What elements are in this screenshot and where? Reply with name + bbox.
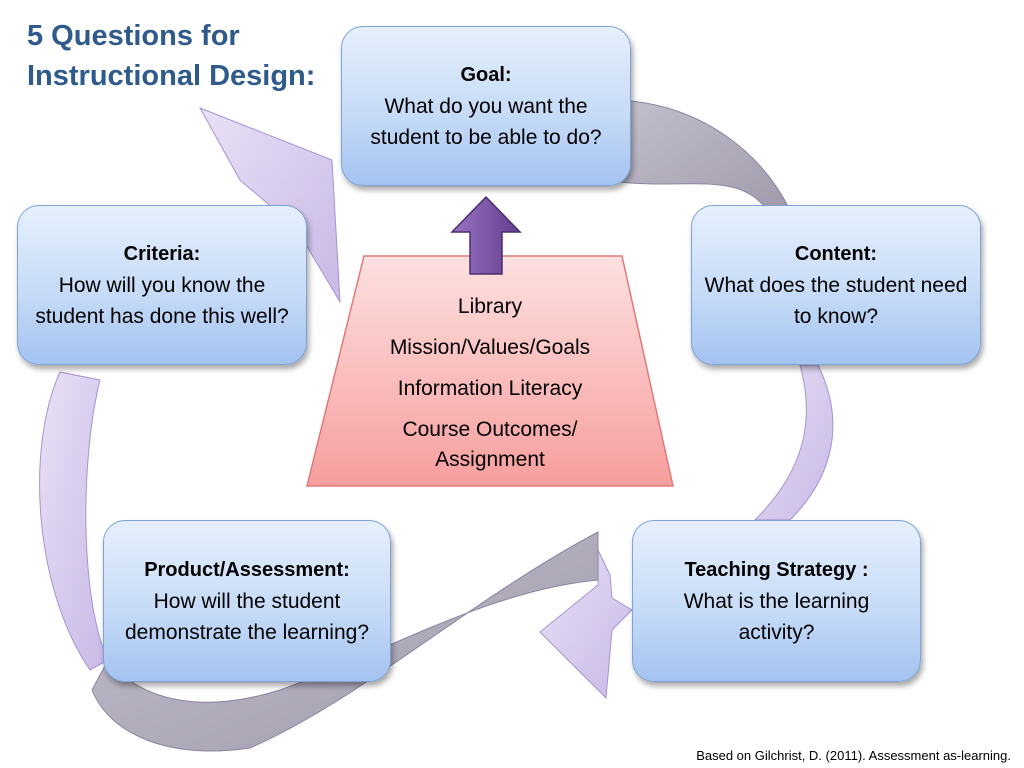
foundation-line-course-outcomes-text: Course Outcomes/ Assignment [402, 418, 578, 471]
foundation-line-mission: Mission/Values/Goals [389, 336, 591, 359]
cycle-arrow-product-criteria [39, 371, 109, 671]
citation-footnote: Based on Gilchrist, D. (2011). Assessmen… [696, 748, 1011, 763]
foundation-line-library: Library [457, 295, 523, 318]
criteria-box: Criteria: How will you know the student … [17, 205, 307, 365]
criteria-heading: Criteria: [123, 242, 201, 265]
content-heading: Content: [794, 242, 878, 265]
product-box: Product/Assessment: How will the student… [103, 520, 391, 682]
product-question: How will the student demonstrate the lea… [125, 589, 369, 644]
goal-question: What do you want the student to be able … [370, 94, 602, 149]
content-question: What does the student need to know? [704, 273, 968, 328]
goal-box: Goal: What do you want the student to be… [341, 26, 631, 186]
content-box: Content: What does the student need to k… [691, 205, 981, 365]
up-arrow-icon [450, 196, 522, 275]
teaching-box: Teaching Strategy : What is the learning… [632, 520, 921, 682]
foundation-lines: Library Mission/Values/Goals Information… [306, 255, 674, 475]
cycle-arrow-goal-content [619, 99, 791, 219]
teaching-question: What is the learning activity? [683, 589, 870, 644]
cycle-arrow-teaching-product [539, 549, 633, 700]
slide-title: 5 Questions for Instructional Design: [27, 20, 316, 92]
foundation-shape [306, 255, 674, 487]
foundation-trapezoid: Library Mission/Values/Goals Information… [306, 255, 674, 487]
criteria-question: How will you know the student has done t… [35, 273, 289, 328]
foundation-line-course-outcomes: Course Outcomes/ Assignment [380, 415, 600, 475]
goal-heading: Goal: [460, 63, 512, 86]
product-heading: Product/Assessment: [144, 558, 350, 581]
cycle-arrow-content-teaching [753, 364, 834, 521]
teaching-heading: Teaching Strategy : [684, 558, 869, 581]
foundation-line-info-literacy: Information Literacy [397, 377, 583, 400]
